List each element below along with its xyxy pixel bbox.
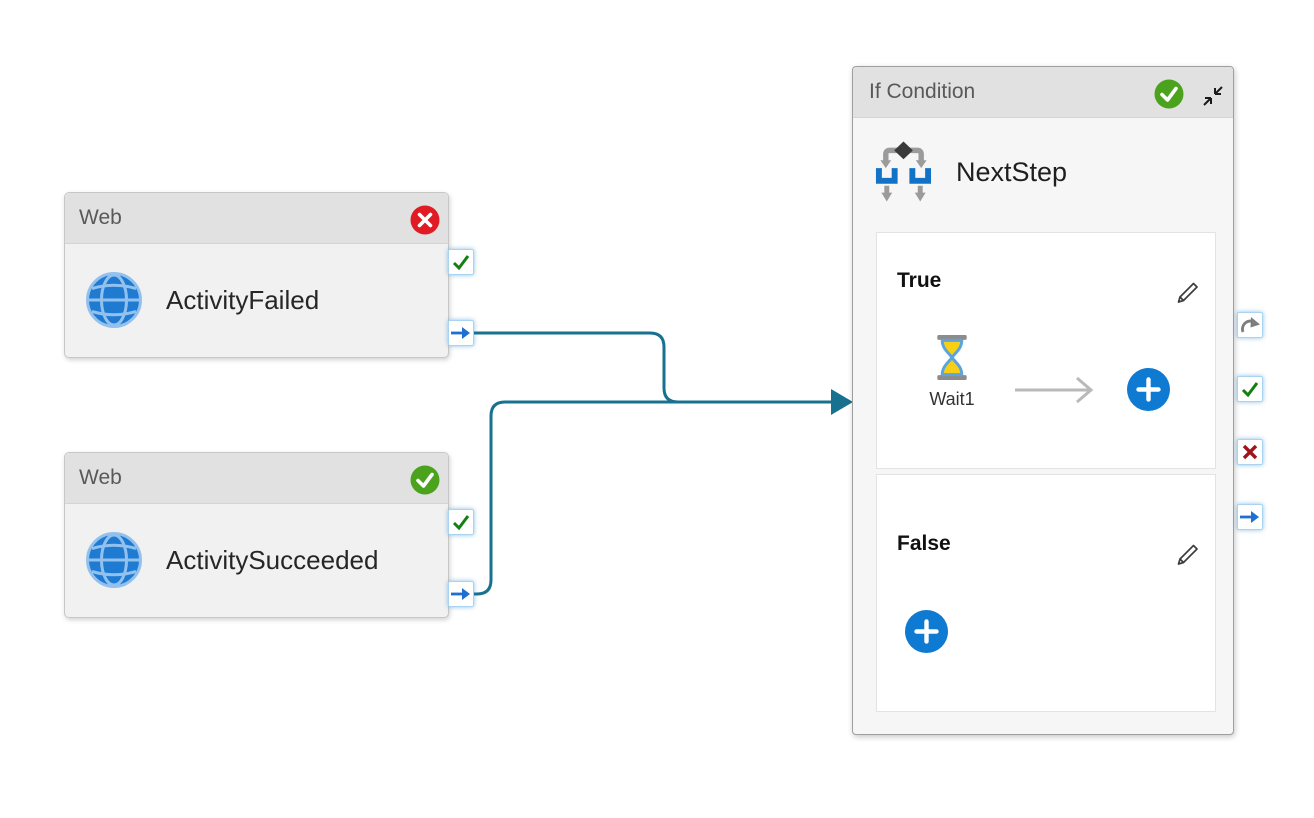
connector-activityfailed-to-nextstep[interactable]: [474, 331, 834, 404]
collapse-icon[interactable]: [1201, 84, 1225, 108]
gray-redo-arrow-icon: [1241, 317, 1260, 333]
success-port[interactable]: [448, 249, 474, 275]
success-badge-icon: [1154, 79, 1184, 109]
globe-icon: [86, 532, 142, 588]
if-condition-node[interactable]: If Condition: [852, 66, 1234, 735]
activity-name: ActivitySucceeded: [166, 544, 379, 575]
node-header: Web: [65, 193, 448, 244]
output-port[interactable]: [448, 581, 474, 607]
failure-port[interactable]: [1237, 439, 1263, 465]
node-body: ActivityFailed: [65, 244, 448, 356]
activity-node-web-succeeded[interactable]: Web ActivitySucceeded: [64, 452, 449, 618]
node-body: ActivitySucceeded: [65, 504, 448, 616]
edit-false-pencil-icon[interactable]: [1174, 542, 1200, 568]
activity-name: ActivityFailed: [166, 284, 320, 315]
green-check-icon: [452, 515, 470, 531]
completion-port[interactable]: [1237, 312, 1263, 338]
red-cross-icon: [1242, 444, 1258, 460]
output-port[interactable]: [448, 320, 474, 346]
output-port[interactable]: [1237, 504, 1263, 530]
blue-arrow-right-icon: [451, 588, 470, 600]
hourglass-wait-icon: [937, 334, 967, 381]
false-branch-label: False: [897, 532, 951, 555]
add-activity-false-button[interactable]: [905, 610, 948, 653]
node-type-label: Web: [79, 206, 122, 229]
green-check-icon: [1241, 382, 1259, 398]
true-branch-panel[interactable]: True Wait1: [876, 232, 1216, 469]
if-node-header: If Condition: [853, 67, 1233, 118]
green-check-icon: [452, 255, 470, 271]
add-activity-true-button[interactable]: [1127, 368, 1170, 411]
node-header: Web: [65, 453, 448, 504]
wait-activity[interactable]: Wait1: [917, 334, 987, 410]
edit-true-pencil-icon[interactable]: [1174, 280, 1200, 306]
flow-arrow-icon: [1015, 376, 1094, 404]
success-badge-icon: [410, 465, 440, 495]
blue-arrow-right-icon: [1240, 511, 1259, 523]
error-badge-icon: [410, 205, 440, 235]
connector-arrowhead: [831, 389, 853, 415]
activity-node-web-failed[interactable]: Web ActivityFailed: [64, 192, 449, 358]
if-condition-branch-icon: [875, 141, 932, 202]
if-node-title-row: NextStep: [874, 141, 1067, 203]
true-branch-label: True: [897, 269, 942, 292]
node-type-label: If Condition: [869, 80, 976, 103]
activity-name: NextStep: [956, 156, 1068, 187]
success-port[interactable]: [448, 509, 474, 535]
node-type-label: Web: [79, 466, 122, 489]
globe-icon: [86, 272, 142, 328]
wait-activity-name: Wait1: [929, 389, 975, 409]
false-branch-panel[interactable]: False: [876, 474, 1216, 712]
connector-activitysucceeded-to-nextstep[interactable]: [474, 400, 834, 596]
success-port[interactable]: [1237, 376, 1263, 402]
blue-arrow-right-icon: [451, 327, 470, 339]
